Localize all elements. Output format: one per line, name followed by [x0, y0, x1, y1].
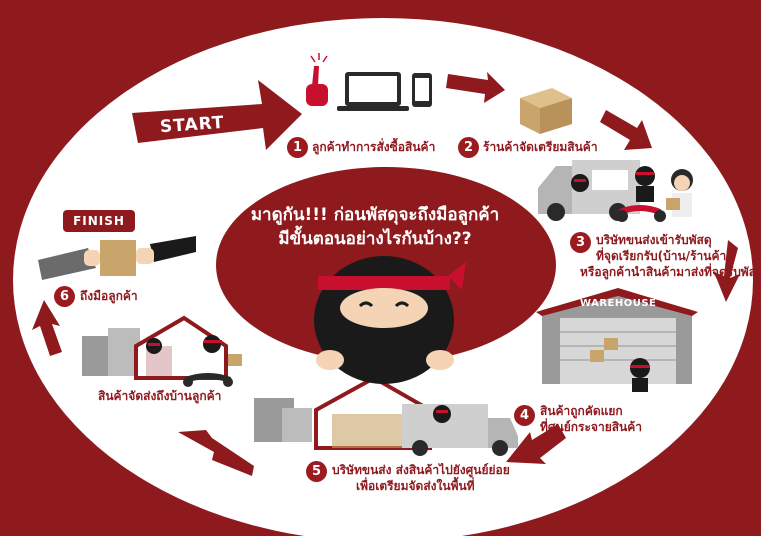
step-1-number: 1: [287, 137, 308, 158]
box-icon: [520, 88, 572, 134]
warehouse-label: WAREHOUSE: [580, 298, 657, 309]
ninja-rider-icon: [571, 166, 666, 222]
van-icon: [538, 160, 640, 221]
step-1-label: ลูกค้าทำการสั่งซื้อสินค้า: [312, 140, 436, 154]
start-arrow-icon: [132, 80, 302, 150]
center-title-line2: มีขั้นตอนอย่างไรกันบ้าง??: [278, 229, 472, 249]
step-4-number: 4: [514, 405, 535, 426]
step-6-number: 6: [54, 286, 75, 307]
step-3-label-line1: บริษัทขนส่งเข้ารับพัสดุ: [596, 233, 712, 247]
step-3-label-line3: หรือลูกค้านำสินค้ามาส่งที่จุดรับพัสดุ: [580, 265, 761, 279]
step-4-label-line2: ที่ศูนย์กระจายสินค้า: [540, 420, 643, 434]
laptop-icon: [337, 72, 409, 111]
delivery-label: สินค้าจัดส่งถึงบ้านลูกค้า: [98, 389, 222, 403]
step-5-label-line2: เพื่อเตรียมจัดส่งในพื้นที่: [356, 479, 475, 493]
step-6-label: ถึงมือลูกค้า: [80, 289, 138, 303]
step-3-label-line2: ที่จุดเรียกรับ(บ้าน/ร้านค้า): [596, 249, 732, 263]
step-4-label-line1: สินค้าถูกคัดแยก: [540, 404, 623, 418]
step-3-number: 3: [570, 232, 591, 253]
customer-woman-icon: [666, 169, 693, 217]
ninja-mascot-icon: [314, 256, 466, 384]
step-5-label-line1: บริษัทขนส่ง ส่งสินค้าไปยังศูนย์ย่อย: [332, 463, 510, 477]
warehouse-icon: [536, 288, 698, 392]
truck-icon: [402, 404, 518, 456]
phone-icon: [412, 73, 432, 107]
finish-label: FINISH: [63, 210, 135, 232]
center-title-line1: มาดูกัน!!! ก่อนพัสดุจะถึงมือลูกค้า: [250, 205, 500, 225]
flow-arrow-icon: [506, 424, 566, 464]
flow-arrow-icon: [600, 110, 652, 150]
home-delivery-icon: [82, 315, 242, 387]
flow-arrow-icon: [446, 72, 505, 103]
step-2-number: 2: [458, 137, 479, 158]
handover-icon: [38, 236, 196, 280]
flow-arrow-icon: [178, 430, 254, 476]
flow-arrow-icon: [32, 300, 62, 356]
hand-click-icon: [306, 53, 328, 106]
step-2-label: ร้านค้าจัดเตรียมสินค้า: [483, 140, 598, 154]
distribution-center-icon: [254, 375, 432, 450]
flow-arrow-icon: [714, 240, 740, 302]
step-5-number: 5: [306, 461, 327, 482]
